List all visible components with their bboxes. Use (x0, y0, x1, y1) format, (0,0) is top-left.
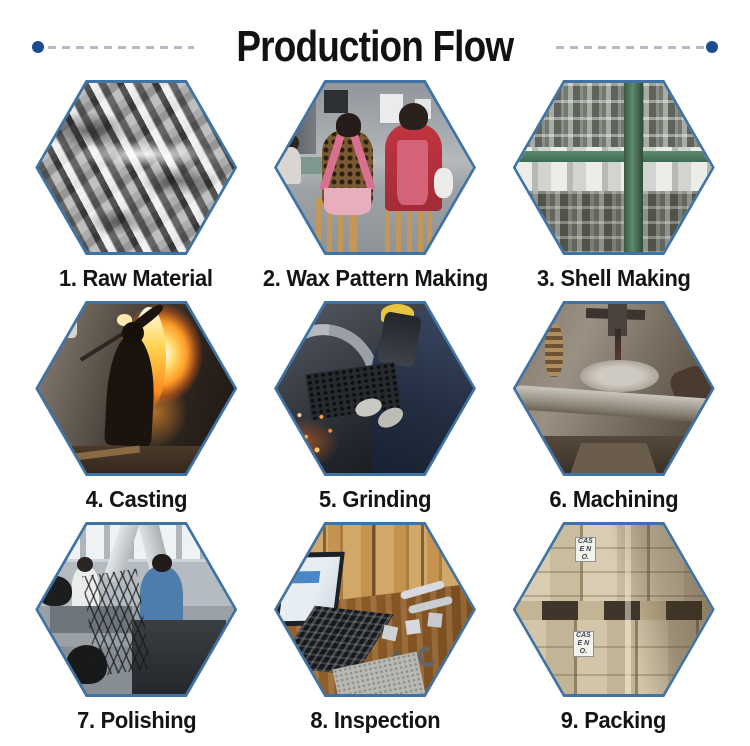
metal-disc-shape (580, 359, 659, 392)
header: Production Flow (0, 0, 750, 72)
threaded-rod-shape (545, 324, 563, 377)
perspective-shade (515, 525, 712, 694)
right-divider-line (555, 45, 717, 49)
drill-chuck-shape (607, 304, 628, 337)
pallet-shape (515, 601, 712, 620)
poster-shape (378, 93, 405, 124)
crate-corner-highlight (625, 525, 632, 694)
grinding-sparks-photo (277, 304, 473, 473)
machinery-shape (284, 83, 317, 154)
green-post-shape (623, 83, 644, 252)
hex-frame (512, 80, 715, 255)
step-label: 3. Shell Making (536, 265, 691, 291)
step-label: 9. Packing (561, 707, 667, 733)
worker-blue-shirt-shape (140, 565, 184, 627)
shell-rack-shape (515, 191, 712, 252)
foundry-pour-photo (38, 304, 235, 473)
support-block-shape (570, 442, 657, 473)
hex-frame (274, 522, 476, 697)
worker-hair-shape (77, 557, 94, 573)
step-inspection: 8. Inspection (257, 522, 494, 733)
wax-pattern-workshop-photo (277, 83, 473, 252)
step-label: 5. Grinding (318, 486, 432, 512)
hex-frame (35, 301, 238, 476)
sparks-shape (277, 388, 383, 473)
drilling-machine-photo (515, 304, 712, 473)
hex-frame (512, 301, 715, 476)
laptop-inspection-photo (277, 525, 473, 694)
step-machining: 6. Machining (507, 301, 720, 512)
worker-hair-shape (335, 113, 362, 138)
apron-shape (396, 140, 428, 205)
case-label-sticker: CASE NO. (574, 536, 597, 563)
step-label: 2. Wax Pattern Making (262, 265, 488, 291)
hex-frame (274, 80, 476, 255)
hex-frame (274, 301, 476, 476)
step-label: 4. Casting (85, 486, 188, 512)
shell-rack-shape (515, 83, 712, 148)
hex-frame (35, 80, 238, 255)
step-shell-making: 3. Shell Making (507, 80, 720, 291)
step-label: 6. Machining (549, 486, 679, 512)
step-wax-pattern-making: 2. Wax Pattern Making (257, 80, 494, 291)
step-casting: 4. Casting (30, 301, 243, 512)
step-grinding: 5. Grinding (257, 301, 494, 512)
sleeve-shape (433, 167, 454, 198)
clamp-part-shape (427, 612, 443, 628)
hot-ladle-shape (116, 314, 133, 326)
wooden-crates-photo: CASE NO. CASE NO. (515, 525, 712, 694)
worker-shape (277, 147, 301, 185)
polishing-workshop-photo (38, 525, 235, 694)
page-title: Production Flow (236, 22, 515, 71)
worker-shape (57, 310, 78, 338)
dust-hood-shape (38, 575, 72, 607)
step-label: 7. Polishing (76, 707, 196, 733)
clamp-part-shape (405, 618, 421, 635)
left-divider-line (34, 45, 195, 49)
green-rail-shape (515, 150, 712, 163)
worker-hair-shape (398, 103, 428, 131)
step-packing: CASE NO. CASE NO. 9. Packing (507, 522, 720, 733)
pink-apron-shape (324, 187, 372, 215)
scrap-metal-photo (38, 83, 235, 252)
step-raw-material: 1. Raw Material (30, 80, 243, 291)
hex-frame (35, 522, 238, 697)
shell-rack-photo (515, 83, 712, 252)
worker-hair-shape (151, 553, 172, 573)
hex-frame: CASE NO. CASE NO. (512, 522, 715, 697)
step-polishing: 7. Polishing (30, 522, 243, 733)
step-label: 1. Raw Material (59, 265, 214, 291)
process-grid: 1. Raw Material (0, 80, 750, 733)
step-label: 8. Inspection (310, 707, 440, 733)
dark-sign-shape (324, 89, 348, 114)
drill-bit-shape (614, 329, 621, 375)
case-label-sticker: CASE NO. (572, 631, 595, 657)
